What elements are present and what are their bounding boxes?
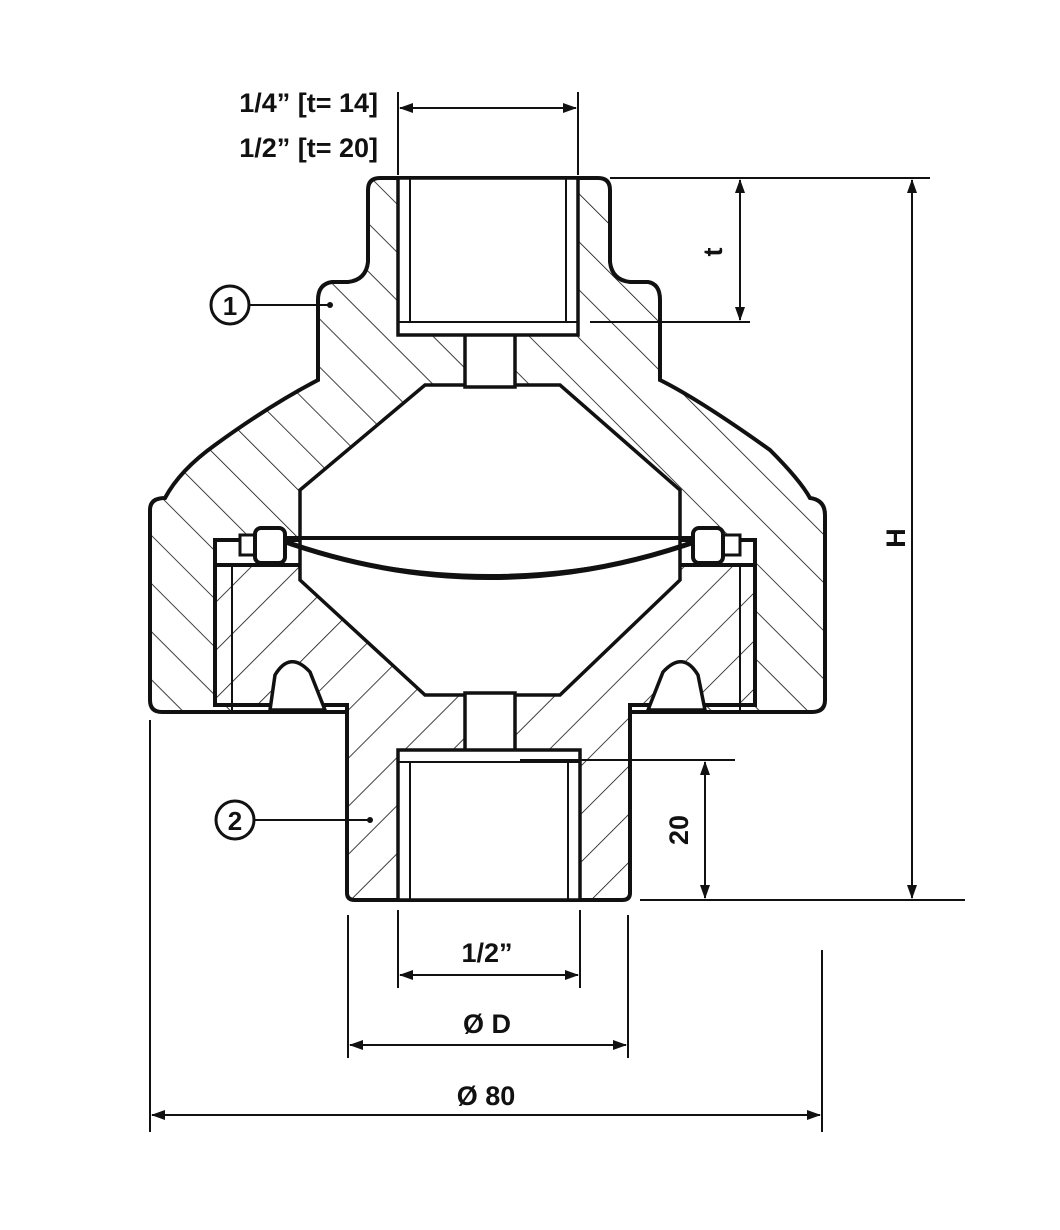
dim-80-label: Ø 80	[457, 1081, 516, 1111]
top-thread-label-1: 1/4” [t= 14]	[239, 88, 378, 118]
left-seal	[238, 526, 287, 565]
upper-channel	[463, 331, 517, 389]
lower-bore	[396, 748, 582, 902]
top-thread-label-2: 1/2” [t= 20]	[239, 133, 378, 163]
upper-bore	[396, 176, 580, 337]
dim-H-label: H	[881, 528, 911, 548]
dimension-lines	[149, 92, 965, 1132]
dim-D-label: Ø D	[463, 1009, 511, 1039]
right-seal	[691, 526, 742, 565]
lower-channel	[463, 691, 517, 753]
dim-20-label: 20	[664, 815, 694, 845]
dim-t-label: t	[698, 248, 728, 257]
svg-text:2: 2	[228, 806, 242, 836]
left-groove	[267, 660, 328, 712]
dim-bottom-thread-label: 1/2”	[461, 938, 512, 968]
right-groove	[645, 660, 708, 712]
part-callout-2: 2	[214, 799, 373, 841]
svg-text:1: 1	[223, 291, 237, 321]
part-callout-1: 1	[209, 284, 333, 326]
